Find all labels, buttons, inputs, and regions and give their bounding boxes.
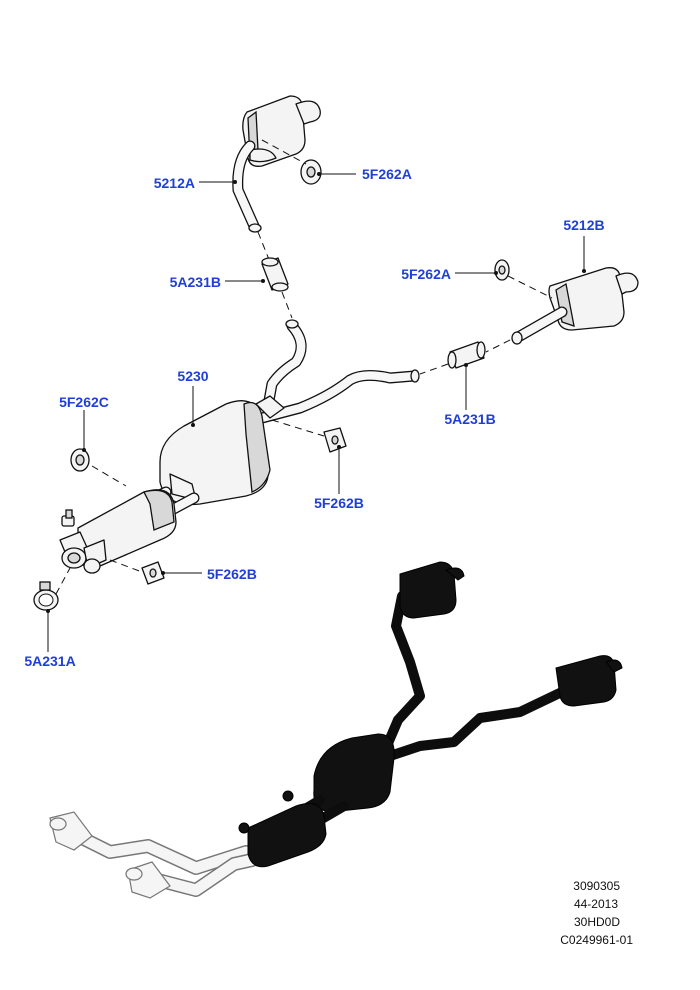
tailpipe-right xyxy=(511,306,568,345)
assembly-line xyxy=(91,465,127,487)
assembly-line xyxy=(419,363,449,375)
callout-5212B: 5212B xyxy=(563,217,604,233)
crossover-bracket xyxy=(255,395,285,419)
callout-5A231A: 5A231A xyxy=(24,653,75,669)
assembly-line xyxy=(507,275,553,299)
assembly-line xyxy=(261,139,307,165)
installed-exhaust-ghost-downpipes xyxy=(49,811,259,899)
installed-exhaust-system xyxy=(238,561,623,868)
callout-5A231B-right: 5A231B xyxy=(444,411,495,427)
reference-line-4: C0249961-01 xyxy=(560,933,633,947)
callout-5F262C: 5F262C xyxy=(59,394,109,410)
assembly-line xyxy=(281,291,293,319)
leader-lines xyxy=(46,172,586,652)
assembly-line xyxy=(257,231,271,263)
isolator-b-mid xyxy=(323,427,347,453)
reference-block: 3090305 44-2013 30HD0D C0249961-01 xyxy=(560,879,633,947)
rear-muffler-right xyxy=(548,267,639,331)
isolator-top xyxy=(300,159,322,185)
intermediate-pipe-right-branch xyxy=(256,369,420,424)
callout-5F262B-low: 5F262B xyxy=(207,566,257,582)
rear-muffler-left xyxy=(242,95,321,167)
callout-5212A: 5212A xyxy=(154,175,195,191)
assembly-line xyxy=(109,559,143,573)
isolator-b-low xyxy=(141,561,165,585)
clamp-sleeve-left xyxy=(261,257,289,292)
assembly-line xyxy=(271,419,325,437)
callout-5230: 5230 xyxy=(177,368,208,384)
center-resonator xyxy=(159,400,271,506)
assembly-line xyxy=(55,567,71,595)
callout-5F262A-right: 5F262A xyxy=(401,266,451,282)
callout-5F262A-top: 5F262A xyxy=(362,166,412,182)
clamp-band xyxy=(33,581,59,611)
reference-line-1: 3090305 xyxy=(573,879,620,893)
tailpipe-left xyxy=(232,140,262,233)
intermediate-pipe-left-branch xyxy=(262,319,307,412)
callout-5F262B-mid: 5F262B xyxy=(314,495,364,511)
isolator-c xyxy=(70,448,90,472)
callout-5A231B-left: 5A231B xyxy=(170,274,221,290)
isolator-right xyxy=(494,259,510,281)
reference-line-2: 44-2013 xyxy=(574,897,618,911)
reference-line-3: 30HD0D xyxy=(574,915,620,929)
y-pipe-flange xyxy=(59,531,107,574)
clamp-sleeve-right xyxy=(447,341,486,369)
sensor-bung xyxy=(61,509,75,527)
assembly-line xyxy=(485,339,511,353)
